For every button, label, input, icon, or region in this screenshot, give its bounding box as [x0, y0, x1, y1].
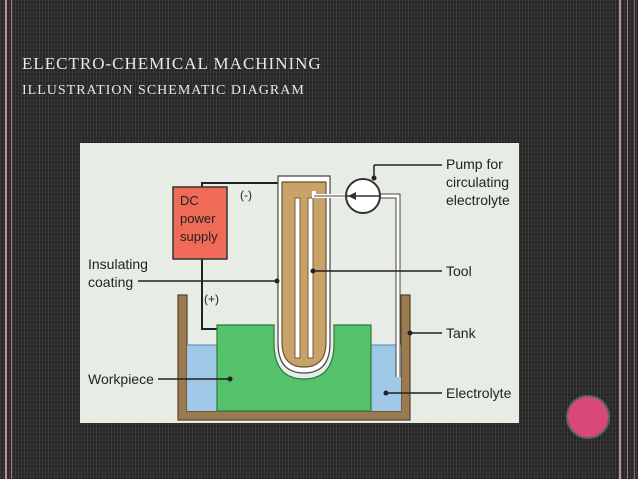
frame-stripe-right-outer [634, 0, 635, 479]
tool [281, 181, 327, 368]
label-pump-1: Pump for [446, 156, 503, 172]
power-supply-label-1: DC [180, 193, 199, 208]
frame-stripe-left [5, 0, 7, 479]
label-insulating-1: Insulating [88, 256, 148, 272]
polarity-positive: (+) [204, 292, 219, 306]
frame-stripe-right [619, 0, 621, 479]
frame-stripe-right-thin [627, 0, 628, 479]
power-supply-label-3: supply [180, 229, 218, 244]
frame-stripe-left-thin [11, 0, 12, 479]
tool-channel-right [307, 197, 314, 359]
label-electrolyte: Electrolyte [446, 385, 512, 401]
workpiece [216, 324, 372, 412]
slide-title: Electro-Chemical Machining Illustration … [22, 50, 322, 104]
leader-dots [227, 175, 413, 396]
electrolyte-left [187, 345, 217, 411]
accent-dot [568, 397, 608, 437]
polarity-negative: (-) [240, 188, 252, 202]
leader-lines [138, 164, 442, 394]
dc-power-supply [172, 186, 228, 260]
label-insulating-2: coating [88, 274, 133, 290]
label-pump-2: circulating [446, 174, 509, 190]
slide-title-line-1: Electro-Chemical Machining [22, 54, 322, 73]
power-supply-label-2: power [180, 211, 216, 226]
positive-lead-wire [201, 259, 217, 330]
label-tank: Tank [446, 325, 477, 341]
label-pump-3: electrolyte [446, 192, 510, 208]
slide-title-line-2: Illustration Schematic Diagram [22, 83, 305, 98]
tool-channel-left [294, 197, 301, 359]
pump-arrow [348, 192, 356, 200]
ecm-schematic-diagram: DC power supply (-) (+) Pump for circula… [80, 143, 519, 423]
label-workpiece: Workpiece [88, 371, 154, 387]
label-tool: Tool [446, 263, 472, 279]
tank [177, 294, 411, 421]
